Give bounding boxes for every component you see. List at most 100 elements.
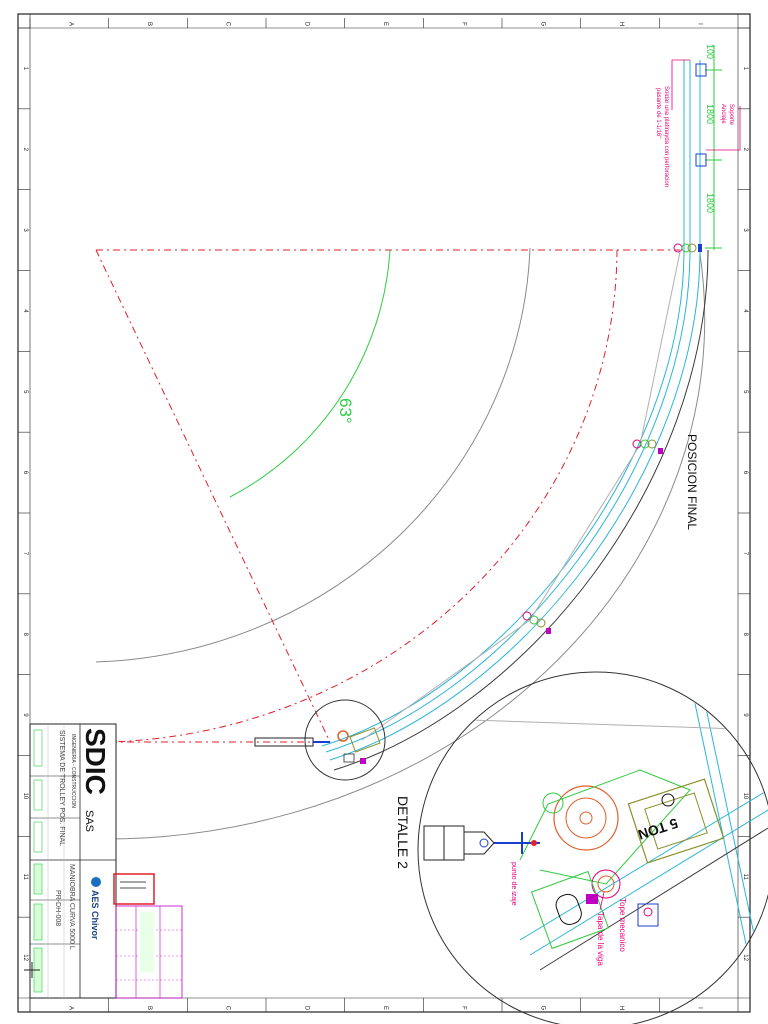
legend-table <box>115 905 183 999</box>
detail-chord <box>469 719 768 731</box>
description: MANIOBRA CURVA 5000 L <box>68 864 75 950</box>
dim-1800-a: 1800 <box>705 104 715 124</box>
frame-marker-label: I <box>697 23 703 25</box>
frame-marker-label: D <box>303 22 309 27</box>
note-soporte-anclaje: Soporte <box>728 104 734 126</box>
frame-marker-label: 12 <box>22 954 28 961</box>
note-tapa-viga: Tapa de la viga <box>596 912 605 966</box>
trolley-wheel-icon <box>647 439 657 449</box>
frame-marker-label: 9 <box>22 713 28 717</box>
aes-logo-icon <box>91 877 101 887</box>
detail-rail-line <box>529 809 768 956</box>
frame-marker-label: 11 <box>22 874 28 881</box>
hoist-drum-inner <box>565 797 607 839</box>
trolley-wheel-icon <box>536 618 546 628</box>
mechanical-stop-icon <box>586 894 598 904</box>
trolley-wheel-icon <box>522 611 532 621</box>
angle-label: 63° <box>336 398 355 424</box>
frame-marker-label: B <box>146 22 152 26</box>
note-tope-mecanico: Tope mecanico <box>618 898 627 952</box>
client-logo-text: AES Chivor <box>90 890 100 940</box>
legend-frame <box>115 905 183 999</box>
detail-rail-line <box>519 789 768 941</box>
frame-marker-label: G <box>539 1006 545 1011</box>
frame-marker-label: 8 <box>22 633 28 637</box>
rail-line-inner <box>321 60 685 747</box>
frame-marker-label: H <box>618 22 624 26</box>
frame-marker-label: D <box>303 1006 309 1011</box>
field <box>33 903 43 941</box>
detail-rail-edge <box>539 827 768 971</box>
frame-marker-label: 10 <box>742 793 748 800</box>
note-soporte-anclaje-2: Anclaje <box>720 104 726 124</box>
field <box>33 863 43 895</box>
anchor-plate-icon <box>695 153 707 167</box>
rail-line-outer <box>329 60 701 761</box>
company-tagline: INGENIERIA - CONSTRUCCION <box>70 734 76 808</box>
note-leader <box>671 59 690 110</box>
drawing-code: PR-DH-008 <box>54 890 61 926</box>
frame-marker-label: 6 <box>22 471 28 475</box>
construction-line-radial <box>95 249 331 743</box>
frame-marker-label: E <box>382 1006 388 1010</box>
trolley-clamp-icon <box>698 244 702 252</box>
client-logo: AES Chivor <box>90 877 101 940</box>
beam-cap-icon <box>343 753 355 763</box>
frame-marker-label: C <box>225 22 231 27</box>
frame-marker-label: 4 <box>742 309 748 313</box>
trolley-capacity-label: 5 TON <box>636 815 680 843</box>
anchor-plate-icon <box>695 63 707 77</box>
beam-cap-plate <box>530 870 610 950</box>
note-leader <box>599 891 605 911</box>
sheave-icon <box>542 792 564 814</box>
project-title: SISTEMA DE TROLLEY POS. FINAL <box>58 730 65 846</box>
stop-bracket-icon <box>637 903 659 927</box>
lifting-lug <box>463 831 495 855</box>
lug-pin-icon <box>479 838 489 848</box>
frame-marker-label: 12 <box>742 954 748 961</box>
rail-line-middle <box>325 60 691 753</box>
stop-icon <box>360 758 366 764</box>
trolley-top <box>673 243 702 253</box>
hoist-drum-icon <box>337 730 349 742</box>
title-block: SDIC SAS INGENIERIA - CONSTRUCCION SISTE… <box>24 723 117 999</box>
note-punto-izaje: punto de izaje <box>510 862 517 906</box>
frame-marker-label: C <box>225 1006 231 1011</box>
hoist-frame <box>519 769 691 885</box>
lift-point-icon <box>531 840 537 846</box>
trolley-body-inner <box>644 792 708 850</box>
angle-arc <box>229 249 391 498</box>
rail-edge <box>333 249 709 771</box>
note-leader <box>706 106 741 151</box>
trolley-mid-upper <box>632 439 663 454</box>
frame-marker-label: A <box>67 22 73 26</box>
frame-marker-label: 2 <box>22 148 28 152</box>
frame-marker-label: 3 <box>742 228 748 232</box>
frame-marker-label: B <box>146 1006 152 1010</box>
note-soldar-2: pasante de 1-1/16" <box>655 88 661 139</box>
construction-arc <box>109 249 618 743</box>
hoist-drum-icon <box>553 785 619 851</box>
reference-arc-outer <box>39 253 706 840</box>
dim-100: 100 <box>705 44 715 59</box>
frame-marker-label: 2 <box>742 148 748 152</box>
trolley-wheel-icon <box>673 243 683 253</box>
sheet-border <box>17 13 751 1013</box>
frame-marker-label: 8 <box>742 633 748 637</box>
frame-marker-label: 3 <box>22 228 28 232</box>
frame-marker-label: F <box>461 1006 467 1010</box>
title-block-frame <box>29 723 117 999</box>
frame-marker-label: I <box>697 1007 703 1009</box>
dimension-group: 100 1800 1800 <box>705 44 722 250</box>
frame-marker-label: 6 <box>742 471 748 475</box>
trolley-body-icon <box>349 727 381 753</box>
note-soldar-1: Soldar una platinayda con perforacion <box>663 86 669 187</box>
trolley-wheel-icon <box>687 243 697 253</box>
trolley-clamp-icon <box>546 628 551 634</box>
frame-marker-label: F <box>461 22 467 26</box>
frame-marker-label: 9 <box>742 713 748 717</box>
field <box>33 729 43 767</box>
frame-marker-label: 1 <box>22 67 28 71</box>
reference-arc-inner <box>95 247 531 663</box>
